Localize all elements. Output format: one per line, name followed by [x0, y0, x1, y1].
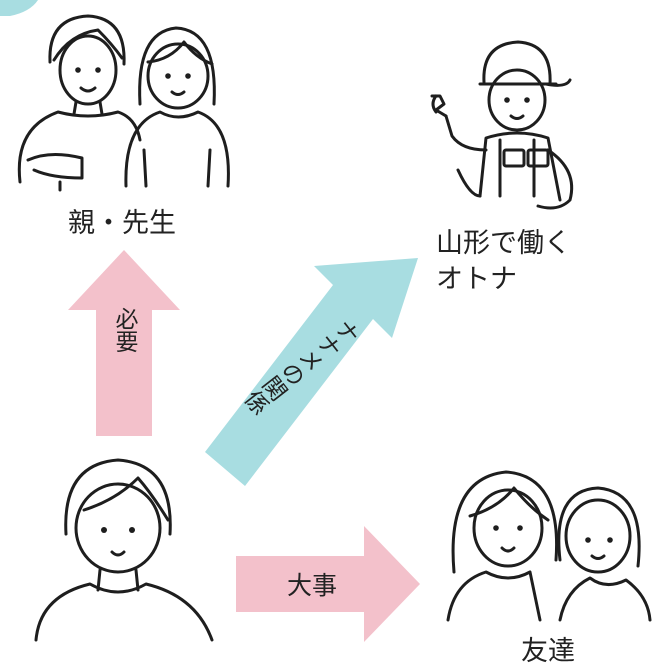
- up-arrow: 必要: [68, 250, 180, 436]
- parents-teachers-label: 親・先生: [68, 208, 176, 239]
- corner-accent: [0, 0, 38, 16]
- friends-illustration: [446, 470, 652, 622]
- right-arrow: 大事: [236, 526, 420, 642]
- worker-illustration: [430, 40, 574, 210]
- diagonal-arrow: ナナメの関係: [205, 258, 418, 486]
- right-arrow-label: 大事: [287, 571, 337, 600]
- student-illustration: [34, 458, 214, 642]
- friends-label: 友達: [521, 636, 575, 667]
- up-arrow-label: 必要: [111, 307, 139, 353]
- working-adult-label-line1: 山形で働く: [436, 228, 571, 259]
- working-adult-label-line2: オトナ: [436, 264, 517, 295]
- parents-teachers-illustration: [17, 14, 230, 192]
